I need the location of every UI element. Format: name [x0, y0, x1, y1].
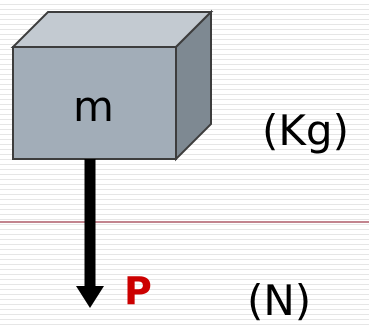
weight-arrow-head	[76, 286, 104, 308]
mass-block	[10, 9, 214, 162]
mass-symbol-label: m	[73, 82, 114, 131]
weight-arrow	[76, 159, 104, 308]
force-unit-label: (N)	[247, 276, 312, 325]
mass-block-front	[12, 46, 177, 160]
mass-unit-label: (Kg)	[262, 106, 349, 155]
force-symbol-label: P	[124, 269, 152, 313]
